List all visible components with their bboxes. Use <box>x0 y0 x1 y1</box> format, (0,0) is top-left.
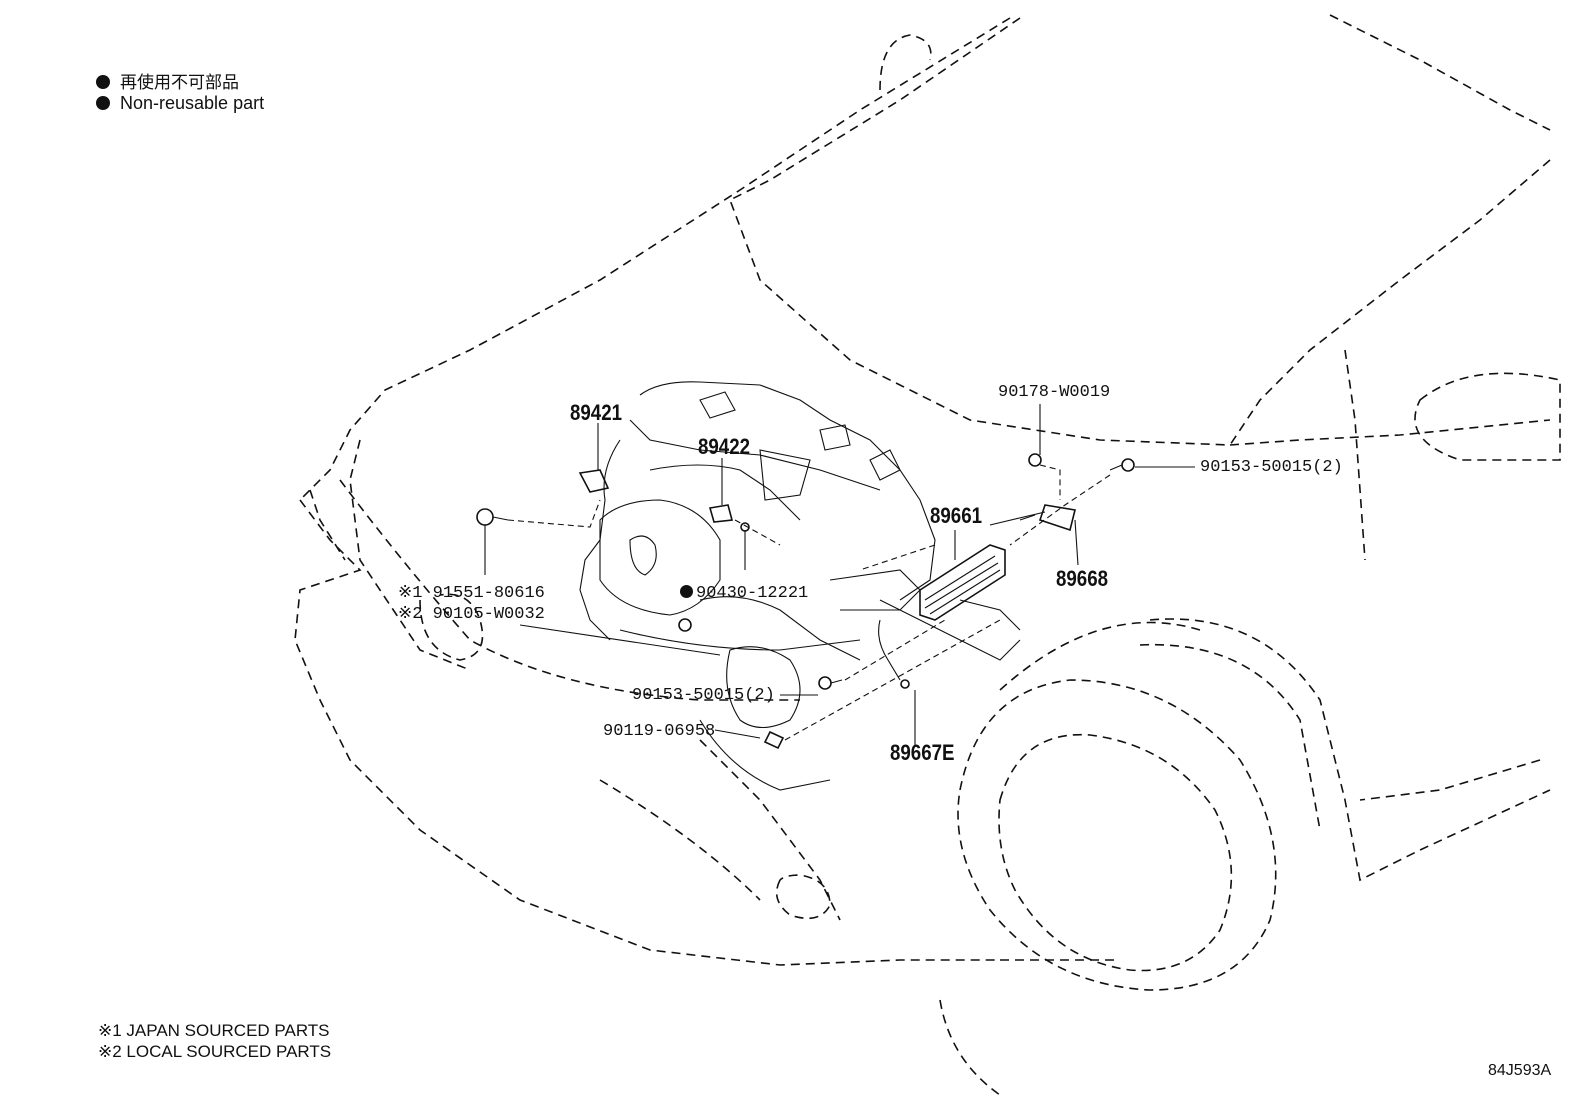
legend-en: Non-reusable part <box>96 93 264 114</box>
part-label-89667e[interactable]: 89667E <box>890 740 955 765</box>
non-reusable-dot-icon <box>96 96 110 110</box>
small-parts <box>476 453 1135 750</box>
part-label-90153-50015-left[interactable]: 90153-50015(2) <box>632 686 775 705</box>
legend-jp: 再使用不可部品 <box>96 68 239 93</box>
car-body-outline <box>294 14 1561 1096</box>
footnote-local-sourced: ※2 LOCAL SOURCED PARTS <box>98 1042 332 1061</box>
part-label-90119-06958[interactable]: 90119-06958 <box>603 722 716 741</box>
part-label-89661[interactable]: 89661 <box>930 503 983 528</box>
footnote-japan-sourced: ※1 JAPAN SOURCED PARTS <box>98 1021 330 1040</box>
diagram-code: 84J593A <box>1488 1062 1552 1079</box>
part-label-89422[interactable]: 89422 <box>698 434 751 459</box>
part-label-89668[interactable]: 89668 <box>1056 566 1109 591</box>
part-label-90153-50015-right[interactable]: 90153-50015(2) <box>1200 458 1343 477</box>
part-label-90430-12221[interactable]: 90430-12221 <box>680 584 808 603</box>
non-reusable-dot-icon <box>96 75 110 89</box>
legend-jp-text: 再使用不可部品 <box>120 73 239 92</box>
engine-assembly <box>579 381 1021 791</box>
part-label-90178-w0019[interactable]: 90178-W0019 <box>998 383 1111 402</box>
leader-lines <box>484 404 1195 745</box>
ecu-module <box>919 544 1006 621</box>
part-label-90105-w0032[interactable]: ※2 90105-W0032 <box>398 605 545 624</box>
part-label-91551-80616[interactable]: ※1 91551-80616 <box>398 584 545 603</box>
legend-en-text: Non-reusable part <box>120 93 265 113</box>
part-number-90430: 90430-12221 <box>696 584 809 603</box>
part-label-89421[interactable]: 89421 <box>570 400 623 425</box>
non-reusable-dot-icon <box>680 585 693 598</box>
bracket-89668 <box>1019 504 1076 532</box>
